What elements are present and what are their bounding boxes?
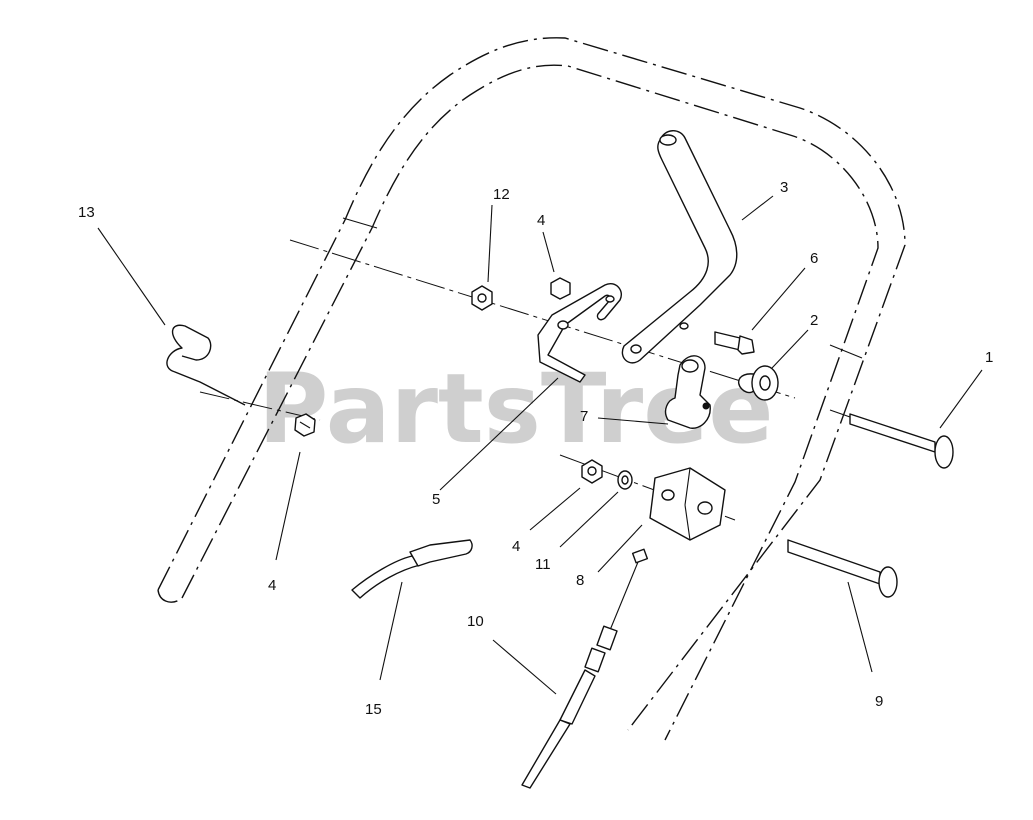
carriage-bolt-9-part (787, 539, 898, 598)
callout-15: 15 (365, 701, 382, 718)
nut-left-part (294, 413, 316, 437)
nut-12-part (471, 285, 493, 311)
washer-part (617, 470, 633, 490)
spacer-part (738, 365, 779, 401)
callout-13: 13 (78, 204, 95, 221)
control-cable-part (521, 548, 649, 789)
callout-4-lower: 4 (512, 538, 520, 555)
callout-10: 10 (467, 613, 484, 630)
cable-grip-part (351, 539, 473, 599)
nut-lower-part (581, 459, 603, 484)
bolt-6-part (714, 331, 755, 355)
callout-labels: 1 2 3 4 4 4 5 6 7 8 9 10 11 12 13 15 (78, 179, 993, 718)
cable-clamp-part (649, 467, 726, 541)
callout-3: 3 (780, 179, 788, 196)
callout-9: 9 (875, 693, 883, 710)
callout-1: 1 (985, 349, 993, 366)
cam-part (664, 355, 711, 429)
callout-2: 2 (810, 312, 818, 329)
leader-lines (97, 195, 983, 695)
bail-wire-part (166, 324, 246, 406)
control-lever-part (621, 130, 738, 364)
carriage-bolt-1-part (829, 409, 954, 469)
handle-outline (157, 37, 906, 741)
callout-5: 5 (432, 491, 440, 508)
nut-top-part (550, 277, 571, 300)
callout-4-top: 4 (537, 212, 545, 229)
control-bracket-part (537, 283, 622, 383)
callout-7: 7 (580, 408, 588, 425)
callout-8: 8 (576, 572, 584, 589)
callout-4-left: 4 (268, 577, 276, 594)
callout-11: 11 (535, 556, 551, 573)
callout-6: 6 (810, 250, 818, 267)
callout-12: 12 (493, 186, 510, 203)
